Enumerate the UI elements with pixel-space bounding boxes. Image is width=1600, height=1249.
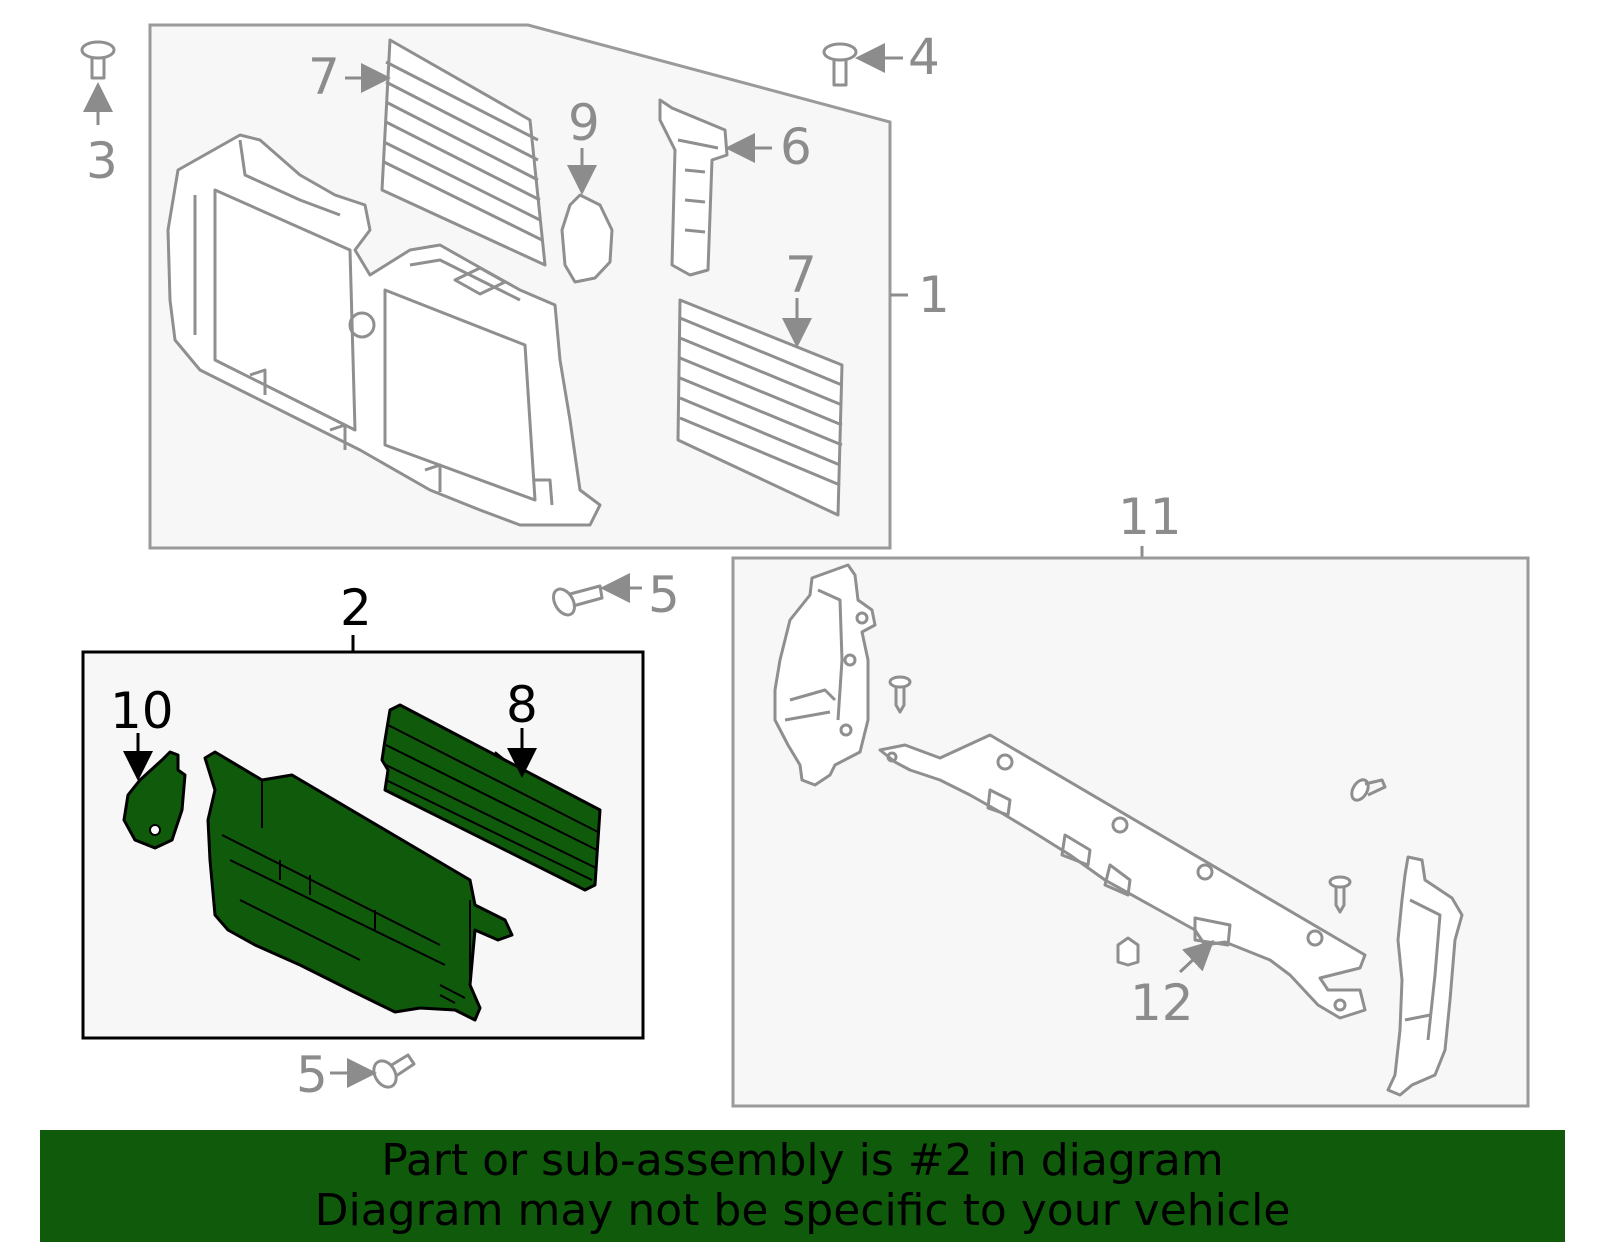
- screw-b: [1350, 778, 1387, 802]
- callout-10: 10: [110, 682, 174, 740]
- callout-5-lower: 5: [296, 1046, 328, 1104]
- screw-d: [1116, 936, 1140, 967]
- callout-1: 1: [918, 266, 950, 324]
- right-side-bracket: [1386, 855, 1464, 1097]
- callout-6: 6: [780, 118, 812, 176]
- louver-panel-part-8: [380, 703, 602, 892]
- banner-line-1: Part or sub-assembly is #2 in diagram: [381, 1135, 1224, 1186]
- bracket-part-6: [658, 98, 729, 277]
- left-side-bracket: [773, 563, 877, 787]
- push-pin-part-4: [822, 42, 858, 87]
- lower-shutter-louvers: [676, 298, 844, 517]
- callout-3: 3: [86, 132, 118, 190]
- callout-8: 8: [506, 676, 538, 734]
- bolt-part-5-lower: [372, 1053, 416, 1089]
- callout-11: 11: [1118, 488, 1182, 546]
- bolt-part-5-upper: [552, 584, 604, 617]
- callout-9: 9: [568, 94, 600, 152]
- screw-c: [1328, 875, 1352, 914]
- callout-5-upper: 5: [648, 566, 680, 624]
- upper-shutter-louvers: [380, 38, 547, 267]
- screw-a: [888, 675, 912, 714]
- deflector-part-12: [878, 733, 1367, 1020]
- callout-2: 2: [340, 579, 372, 637]
- notice-banner: Part or sub-assembly is #2 in diagram Di…: [40, 1130, 1565, 1242]
- banner-line-2: Diagram may not be specific to your vehi…: [314, 1185, 1291, 1236]
- shutter-housing: [203, 750, 514, 1022]
- callout-7-upper: 7: [308, 48, 340, 106]
- actuator-part-10: [122, 750, 187, 850]
- callout-4: 4: [908, 28, 940, 86]
- callout-12: 12: [1130, 974, 1194, 1032]
- callout-7-lower: 7: [785, 246, 817, 304]
- push-pin-part-3: [80, 40, 116, 80]
- seal-part-9: [560, 193, 614, 284]
- radiator-support-frame: [166, 133, 602, 527]
